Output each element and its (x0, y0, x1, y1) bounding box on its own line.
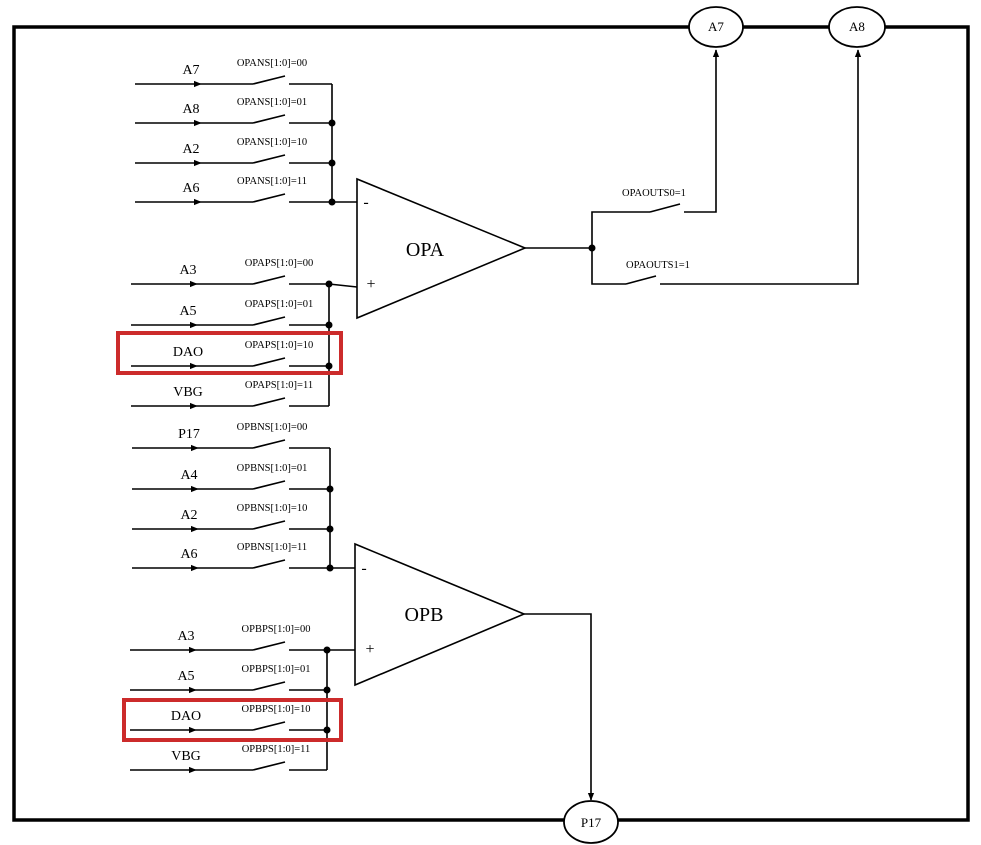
outer-frame (12, 25, 970, 822)
switch-condition-label: OPANS[1:0]=01 (237, 97, 307, 108)
switch-condition-label: OPBPS[1:0]=00 (242, 624, 311, 635)
input-switch-row: A8 OPANS[1:0]=01 (135, 97, 332, 127)
input-switch-row: A3 OPAPS[1:0]=00 (131, 258, 329, 288)
pin-a8: A8 (828, 6, 886, 48)
opb-dao-highlight-box (122, 698, 343, 742)
opa-output-network: OPAOUTS0=1 OPAOUTS1=1 (525, 49, 862, 285)
signal-label: A7 (182, 63, 199, 78)
input-switch-row: VBG OPBPS[1:0]=11 (130, 744, 327, 774)
pin-p17-label: P17 (581, 815, 602, 830)
switch-condition-label: OPAPS[1:0]=10 (245, 340, 314, 351)
opb-neg-sign: - (361, 560, 366, 577)
opa-dao-highlight-box (116, 331, 343, 375)
switch-condition-label: OPAPS[1:0]=01 (245, 299, 314, 310)
opb-pos-sign: + (365, 641, 374, 658)
switch-condition-label: OPANS[1:0]=00 (237, 58, 307, 69)
signal-label: A2 (180, 508, 197, 523)
opb-output-network (524, 613, 595, 801)
switch-condition-label: OPANS[1:0]=11 (237, 176, 307, 187)
input-switch-row: A2 OPANS[1:0]=10 (135, 137, 332, 167)
signal-label: DAO (171, 709, 201, 724)
signal-label: DAO (173, 345, 203, 360)
pin-a7-label: A7 (708, 19, 724, 34)
input-switch-row: A2 OPBNS[1:0]=10 (132, 503, 330, 533)
signal-label: VBG (173, 385, 203, 400)
switch-condition-label: OPBPS[1:0]=11 (242, 744, 311, 755)
opa-out0-condition: OPAOUTS0=1 (622, 188, 686, 199)
signal-label: A5 (179, 304, 196, 319)
signal-label: A2 (182, 142, 199, 157)
switch-condition-label: OPBNS[1:0]=01 (237, 463, 308, 474)
opb-pos-bus (323, 646, 355, 770)
opa-out1-condition: OPAOUTS1=1 (626, 260, 690, 271)
input-switch-row: DAO OPBPS[1:0]=10 (130, 704, 327, 734)
switch-condition-label: OPBPS[1:0]=10 (242, 704, 311, 715)
switch-condition-label: OPBNS[1:0]=00 (237, 422, 308, 433)
switch-condition-label: OPANS[1:0]=10 (237, 137, 307, 148)
input-switch-row: A6 OPANS[1:0]=11 (135, 176, 332, 206)
opa-amplifier: OPA - + (356, 177, 528, 320)
input-switch-row: A5 OPAPS[1:0]=01 (131, 299, 329, 329)
opb-neg-bus (326, 448, 355, 572)
signal-label: A6 (180, 547, 197, 562)
switch-condition-label: OPAPS[1:0]=11 (245, 380, 313, 391)
signal-label: A3 (177, 629, 194, 644)
signal-label: A5 (177, 669, 194, 684)
pin-p17: P17 (563, 800, 619, 844)
signal-label: A8 (182, 102, 199, 117)
input-switch-row: A7 OPANS[1:0]=00 (135, 58, 332, 88)
signal-label: VBG (171, 749, 201, 764)
switch-condition-label: OPAPS[1:0]=00 (245, 258, 314, 269)
pin-a7: A7 (688, 6, 744, 48)
input-switch-row: A5 OPBPS[1:0]=01 (130, 664, 327, 694)
signal-label: A3 (179, 263, 196, 278)
opa-pos-sign: + (366, 276, 375, 293)
signal-label: A6 (182, 181, 199, 196)
signal-label: P17 (178, 427, 200, 442)
opa-label: OPA (406, 239, 445, 261)
input-switch-row: DAO OPAPS[1:0]=10 (131, 340, 329, 370)
opa-neg-sign: - (363, 194, 368, 211)
pin-a8-label: A8 (849, 19, 865, 34)
opa-neg-bus (328, 84, 357, 206)
switch-condition-label: OPBPS[1:0]=01 (242, 664, 311, 675)
input-switch-row: A4 OPBNS[1:0]=01 (132, 463, 330, 493)
input-switch-row: A3 OPBPS[1:0]=00 (130, 624, 327, 654)
signal-label: A4 (180, 468, 197, 483)
opa-pos-bus (325, 280, 358, 406)
switch-condition-label: OPBNS[1:0]=11 (237, 542, 307, 553)
input-switch-row: P17 OPBNS[1:0]=00 (132, 422, 330, 452)
opb-amplifier: OPB - + (354, 542, 527, 687)
opb-label: OPB (405, 604, 444, 626)
switch-condition-label: OPBNS[1:0]=10 (237, 503, 308, 514)
input-switch-row: VBG OPAPS[1:0]=11 (131, 380, 329, 410)
input-switch-row: A6 OPBNS[1:0]=11 (132, 542, 330, 572)
